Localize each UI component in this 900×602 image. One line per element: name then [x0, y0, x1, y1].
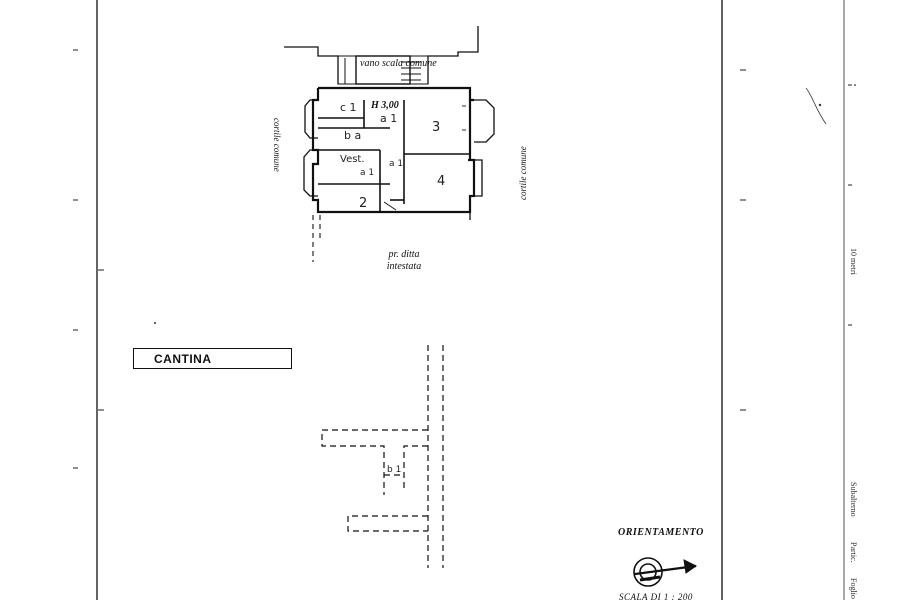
interior-walls — [318, 100, 470, 212]
closet-marks — [383, 105, 466, 211]
room-a1-mid: a 1 — [360, 168, 375, 178]
room-b: b a — [344, 129, 362, 142]
cantina-title: CANTINA — [154, 352, 212, 366]
orientamento-label: ORIENTAMENTO — [618, 527, 704, 538]
stairwell — [337, 55, 429, 85]
room-a1-top: a 1 — [380, 112, 398, 125]
scale-label: SCALA DI 1 : 200 — [619, 592, 693, 602]
room-3: 3 — [432, 120, 441, 135]
room-vest: Vest. — [340, 154, 365, 165]
apartment-walls — [311, 86, 476, 214]
frame-ticks — [73, 49, 852, 469]
room-a1-mid2: a 1 — [389, 159, 404, 169]
room-2: 2 — [359, 196, 368, 211]
upper-outline — [284, 26, 479, 84]
right-bays — [474, 99, 495, 197]
cantina-plan — [321, 345, 444, 568]
label-height: H 3,00 — [371, 100, 399, 111]
cantina-room: b 1 — [387, 465, 402, 475]
cantina-title-box: CANTINA — [133, 348, 292, 369]
compass-symbol — [633, 557, 697, 587]
stray-marks — [154, 84, 856, 324]
margin-metri: 10 metri — [849, 248, 858, 275]
label-adjacent: pr. ditta intestata — [386, 249, 422, 272]
room-c1: c 1 — [340, 101, 357, 114]
margin-foglio: Foglio — [849, 578, 858, 599]
label-cortile-right: cortile comune — [518, 146, 528, 200]
lower-boundary — [312, 215, 321, 262]
pencil-mark — [805, 87, 827, 125]
label-cortile-left: cortile comune — [272, 118, 282, 172]
left-bays — [303, 99, 318, 197]
label-vano-scala: vano scala comune — [360, 58, 437, 69]
margin-particella: Partic. — [849, 542, 858, 563]
room-4: 4 — [437, 174, 446, 189]
margin-subalterno: Subalterno — [849, 482, 858, 517]
